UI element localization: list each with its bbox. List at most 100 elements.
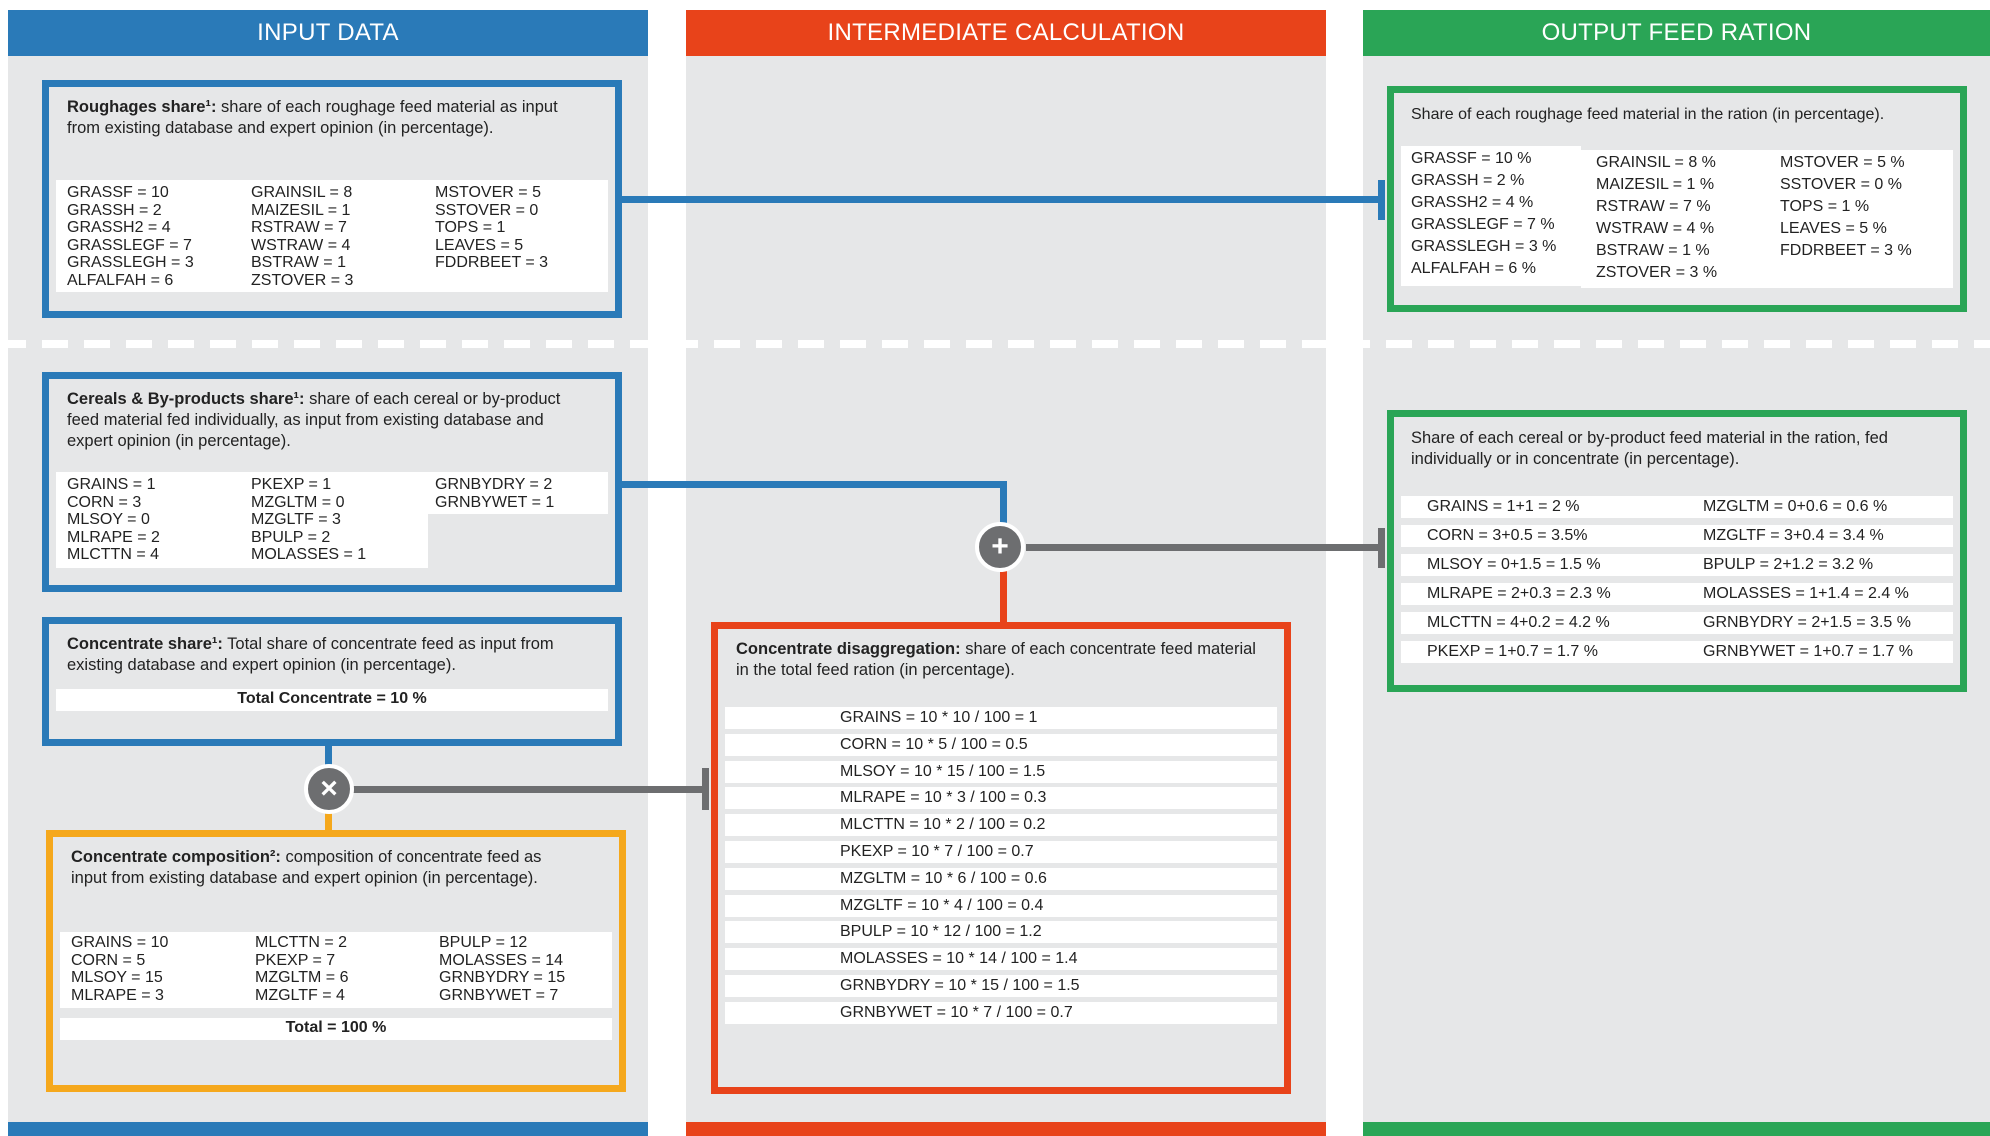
- value-item: MLRAPE = 2: [67, 528, 160, 546]
- output-cereals-value: MLSOY = 0+1.5 = 1.5 %: [1427, 556, 1601, 573]
- value-item: BPULP = 2: [251, 528, 331, 546]
- plus-to-output-connector: [1026, 544, 1380, 551]
- separator-dash: [1260, 340, 1286, 348]
- separator-dash: [1932, 340, 1958, 348]
- cereals-connector: [620, 481, 1007, 488]
- value-item: TOPS = 1: [435, 219, 506, 237]
- cereals-connector-down: [1000, 481, 1007, 531]
- separator-dash: [1722, 340, 1748, 348]
- disaggregation-row: [725, 894, 1277, 917]
- separator-dash: [1218, 340, 1244, 348]
- value-item: BSTRAW = 1: [251, 254, 346, 272]
- output-cereals-value: PKEXP = 1+0.7 = 1.7 %: [1427, 643, 1598, 660]
- output-cereals-row: [1401, 554, 1953, 576]
- separator-dash: [42, 340, 68, 348]
- value-item: GRNBYDRY = 2: [435, 476, 553, 493]
- disaggregation-row-text: MZGLTM = 10 * 6 / 100 = 0.6: [840, 869, 1047, 887]
- value-item: GRASSF = 10: [67, 184, 169, 201]
- composition-description: Concentrate composition²: composition of…: [71, 847, 581, 889]
- concentrate-share-description: Concentrate share¹: Total share of conce…: [67, 634, 597, 676]
- value-item: GRASSH2 = 4: [67, 219, 171, 237]
- composition-title: Concentrate composition²:: [71, 848, 281, 866]
- value-item: ZSTOVER = 3 %: [1596, 264, 1718, 281]
- value-item: GRASSLEGF = 7: [67, 236, 192, 254]
- value-item: MLCTTN = 2: [255, 934, 348, 951]
- separator-dash: [1176, 340, 1202, 348]
- value-item: MSTOVER = 5: [435, 184, 541, 201]
- separator-dash: [924, 340, 950, 348]
- separator-dash: [1806, 340, 1832, 348]
- disaggregation-row: [725, 867, 1277, 890]
- value-item: GRNBYWET = 1: [435, 493, 555, 511]
- separator-dash: [336, 340, 362, 348]
- value-item: MZGLTM = 6: [255, 969, 349, 987]
- separator-dash: [1848, 340, 1874, 348]
- disaggregation-description: Concentrate disaggregation: share of eac…: [736, 639, 1266, 681]
- disaggregation-row: [725, 760, 1277, 783]
- plus-to-output-cap: [1378, 528, 1385, 568]
- disaggregation-text: share of each concentrate feed material …: [736, 640, 1256, 679]
- plus-to-disaggregation: [1000, 568, 1007, 628]
- separator-dash: [1638, 340, 1664, 348]
- disaggregation-row-text: BPULP = 10 * 12 / 100 = 1.2: [840, 923, 1042, 941]
- intermediate-footer: [686, 1122, 1326, 1136]
- value-item: PKEXP = 7: [255, 951, 336, 969]
- disaggregation-row-text: MLCTTN = 10 * 2 / 100 = 0.2: [840, 816, 1046, 834]
- share-to-times: [325, 740, 332, 770]
- separator-dash: [1302, 340, 1328, 348]
- value-item: WSTRAW = 4 %: [1596, 220, 1715, 237]
- separator-dash: [126, 340, 152, 348]
- separator-dash: [546, 340, 572, 348]
- separator-dash: [1974, 340, 1990, 348]
- value-item: FDDRBEET = 3 %: [1780, 242, 1912, 259]
- times-to-composition: [325, 808, 332, 836]
- separator-dash: [672, 340, 698, 348]
- value-item: MLRAPE = 3: [71, 986, 164, 1004]
- disaggregation-row: [725, 787, 1277, 810]
- concentrate-share-text: Total share of concentrate feed as input…: [67, 635, 554, 674]
- separator-dash: [1386, 340, 1412, 348]
- cereals-description: Cereals & By-products share¹: share of e…: [67, 389, 587, 452]
- disaggregation-row-text: MOLASSES = 10 * 14 / 100 = 1.4: [840, 950, 1078, 968]
- separator-dash: [1596, 340, 1622, 348]
- separator-dash: [294, 340, 320, 348]
- separator-dash: [630, 340, 656, 348]
- output-roughage-panel-1: [1401, 146, 1581, 286]
- concentrate-total: Total Concentrate = 10 %: [237, 690, 427, 707]
- value-item: GRASSH = 2 %: [1411, 172, 1525, 189]
- output-cereals-value: GRNBYDRY = 2+1.5 = 3.5 %: [1703, 614, 1911, 631]
- value-item: MOLASSES = 1: [251, 546, 367, 564]
- value-item: GRNBYWET = 7: [439, 986, 559, 1004]
- value-item: GRASSF = 10 %: [1411, 150, 1532, 167]
- disaggregation-row-text: MLSOY = 10 * 15 / 100 = 1.5: [840, 762, 1046, 780]
- value-item: ALFALFAH = 6: [67, 272, 174, 289]
- value-item: MZGLTF = 3: [251, 511, 341, 529]
- separator-dash: [798, 340, 824, 348]
- composition-total: Total = 100 %: [285, 1019, 387, 1036]
- output-roughage-panel-2: [1581, 150, 1953, 288]
- plus-operator-icon: +: [975, 522, 1025, 572]
- separator-dash: [756, 340, 782, 348]
- disaggregation-row-text: MZGLTF = 10 * 4 / 100 = 0.4: [840, 896, 1044, 914]
- cereals-values-panel-right: [428, 472, 608, 514]
- value-item: MLSOY = 0: [67, 511, 150, 529]
- value-item: FDDRBEET = 3: [435, 254, 549, 272]
- disaggregation-row-text: GRNBYDRY = 10 * 15 / 100 = 1.5: [840, 977, 1080, 994]
- output-cereals-row: [1401, 496, 1953, 518]
- output-cereals-row: [1401, 583, 1953, 605]
- value-item: MLSOY = 15: [71, 969, 163, 987]
- disaggregation-row: [725, 975, 1277, 997]
- cereals-title: Cereals & By-products share¹:: [67, 390, 305, 408]
- disaggregation-row: [725, 814, 1277, 837]
- separator-dash: [252, 340, 278, 348]
- output-header: OUTPUT FEED RATION: [1363, 10, 1990, 56]
- value-item: LEAVES = 5: [435, 236, 524, 254]
- value-item: RSTRAW = 7: [251, 219, 347, 237]
- output-footer: [1363, 1122, 1990, 1136]
- value-item: GRASSLEGF = 7 %: [1411, 216, 1555, 233]
- separator-dash: [966, 340, 992, 348]
- cereals-values-panel: [56, 472, 428, 568]
- value-item: GRASSLEGH = 3 %: [1411, 238, 1557, 255]
- value-item: MOLASSES = 14: [439, 951, 564, 969]
- value-item: GRAINS = 1: [67, 476, 156, 493]
